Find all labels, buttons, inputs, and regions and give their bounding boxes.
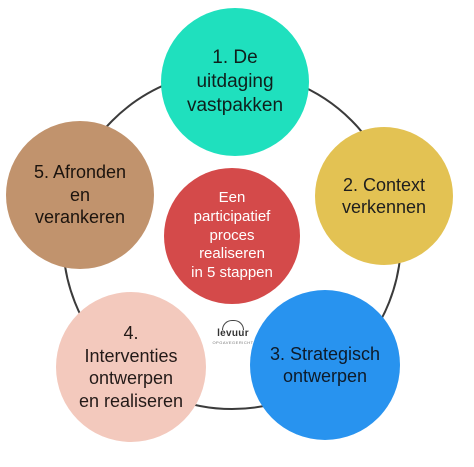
step-5-line-2: en: [69, 184, 91, 205]
step-4-line-2: Interventies: [84, 345, 178, 366]
step-3-line-2: ontwerpen: [282, 366, 368, 386]
center-line-3: proces: [209, 226, 255, 244]
logo-tagline: OPGAVEGERICHT: [212, 340, 254, 345]
center-line-4: realiseren: [199, 245, 265, 263]
center-circle: Een participatief proces realiseren in 5…: [164, 168, 300, 304]
step-4-line-4: en realiseren: [78, 390, 184, 411]
step-2-circle: 2. Context verkennen: [315, 127, 453, 265]
center-line-2: participatief: [193, 207, 271, 225]
step-1-line-3: vastpakken: [186, 94, 284, 116]
logo-wordmark: levuur: [217, 328, 249, 339]
step-5-line-3: verankeren: [34, 207, 126, 228]
step-3-line-1: 3. Strategisch: [269, 343, 381, 364]
step-4-circle: 4. Interventies ontwerpen en realiseren: [56, 292, 206, 442]
step-1-line-2: uitdaging: [196, 71, 274, 93]
center-line-1: Een: [218, 189, 246, 207]
center-line-5: in 5 stappen: [191, 264, 273, 282]
step-1-circle: 1. De uitdaging vastpakken: [161, 8, 309, 156]
step-3-circle: 3. Strategisch ontwerpen: [250, 290, 400, 440]
step-2-line-2: verkennen: [341, 197, 427, 217]
step-5-line-1: 5. Afronden: [33, 162, 127, 183]
step-4-line-1: 4.: [123, 323, 139, 343]
levuur-logo: levuur OPGAVEGERICHT: [211, 318, 255, 348]
step-4-line-3: ontwerpen: [88, 368, 174, 388]
step-2-line-1: 2. Context: [342, 174, 426, 195]
step-5-circle: 5. Afronden en verankeren: [6, 121, 154, 269]
step-1-line-1: 1. De: [212, 47, 258, 69]
